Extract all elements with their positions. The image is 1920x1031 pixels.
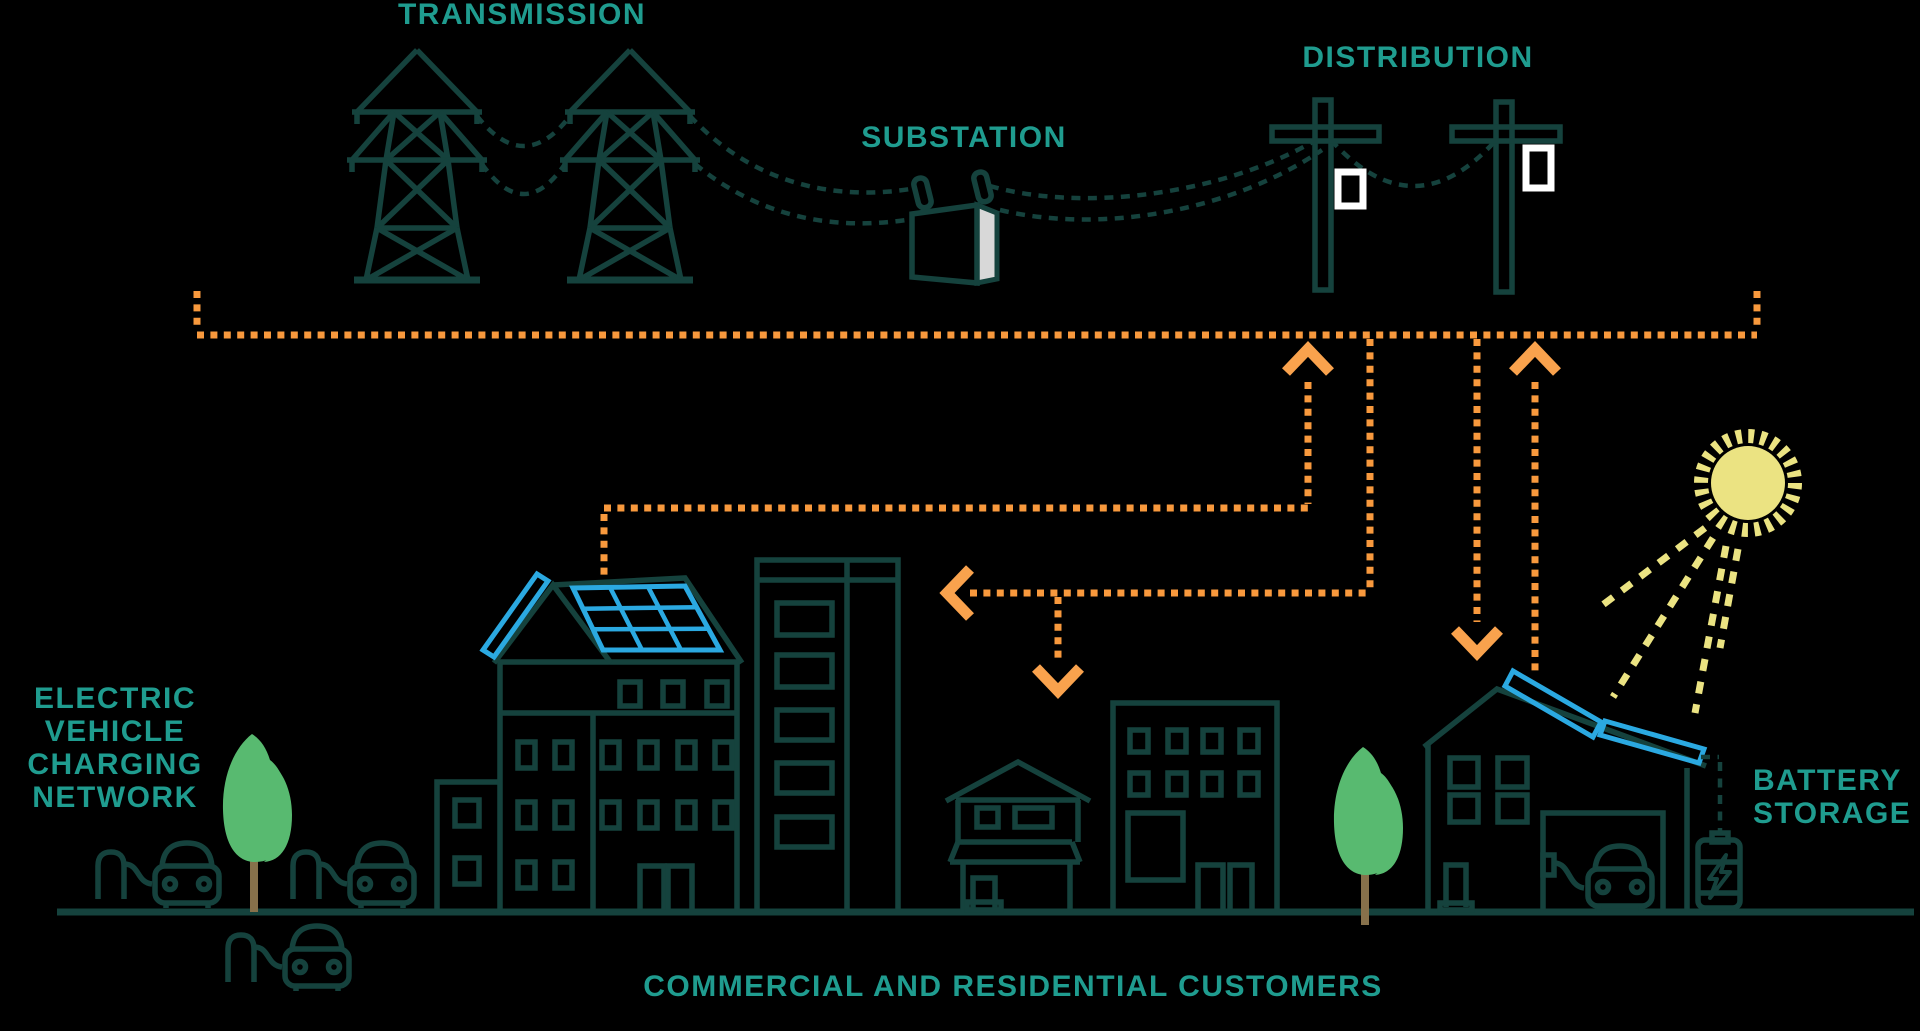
battery-storage-label-line: STORAGE xyxy=(1753,797,1912,830)
substation-icon xyxy=(909,169,1000,287)
battery-icon xyxy=(1695,830,1743,911)
grid-bus-line xyxy=(193,291,1761,339)
ev-network-label-line: ELECTRIC xyxy=(34,682,196,715)
ev-network-label-line: CHARGING xyxy=(27,748,203,781)
sun-rays xyxy=(1597,525,1742,714)
garage-car-icon xyxy=(1588,846,1652,911)
power-line-wires xyxy=(475,114,1498,226)
house-feed-in-branch xyxy=(1509,341,1561,675)
customers-label: COMMERCIAL AND RESIDENTIAL CUSTOMERS xyxy=(643,970,1383,1003)
substation-label: SUBSTATION xyxy=(861,121,1067,154)
tree-icon xyxy=(222,734,292,912)
ev-network-label-line: VEHICLE xyxy=(44,715,186,748)
solar-panel-icon xyxy=(479,570,725,661)
ev-charging-station xyxy=(293,843,414,908)
delivery-branch xyxy=(939,339,1374,699)
ev-charger-icon xyxy=(98,852,124,899)
battery-connection-wire xyxy=(1701,754,1723,834)
transmission-label: TRANSMISSION xyxy=(397,0,646,31)
ev-charger-icon xyxy=(228,935,254,982)
ev-network-label-line: NETWORK xyxy=(32,781,198,814)
ev-network-label: ELECTRIC VEHICLE CHARGING NETWORK xyxy=(0,682,230,814)
power-flow-arrow-down xyxy=(1032,664,1084,699)
ev-car-icon xyxy=(285,926,349,991)
solar-house-icon xyxy=(1422,685,1707,913)
ev-car-icon xyxy=(350,843,414,908)
lightning-bolt-icon xyxy=(1707,853,1732,900)
feed-in-branch xyxy=(600,341,1334,584)
tree-icon xyxy=(1333,747,1403,925)
power-flow-arrow-up xyxy=(1509,341,1561,376)
house-delivery-branch xyxy=(1451,339,1503,661)
solar-panel-icon xyxy=(479,570,552,661)
transmission-tower-icon xyxy=(560,50,700,280)
distribution-label: DISTRIBUTION xyxy=(1302,41,1534,74)
utility-pole-icon xyxy=(1269,97,1382,293)
mid-building-icon xyxy=(1110,700,1280,910)
ev-car-icon xyxy=(155,843,219,908)
solar-panel-icon xyxy=(1501,667,1708,767)
power-flow-arrow-up xyxy=(1282,341,1334,376)
small-house-icon xyxy=(944,758,1092,913)
transmission-tower-icon xyxy=(347,50,487,280)
sun-icon xyxy=(1694,429,1802,537)
battery-storage-label-line: BATTERY xyxy=(1753,764,1902,797)
ev-charging-station xyxy=(98,843,219,908)
utility-pole-icon xyxy=(1449,99,1563,295)
ev-charging-station xyxy=(228,926,349,991)
ev-charger-icon xyxy=(293,852,319,899)
tall-building-icon xyxy=(754,557,901,910)
battery-storage-label: BATTERY STORAGE xyxy=(1753,764,1920,830)
apartment-building-icon xyxy=(434,575,745,910)
power-flow-arrow-left xyxy=(939,565,974,621)
power-flow-arrow-down xyxy=(1451,626,1503,661)
